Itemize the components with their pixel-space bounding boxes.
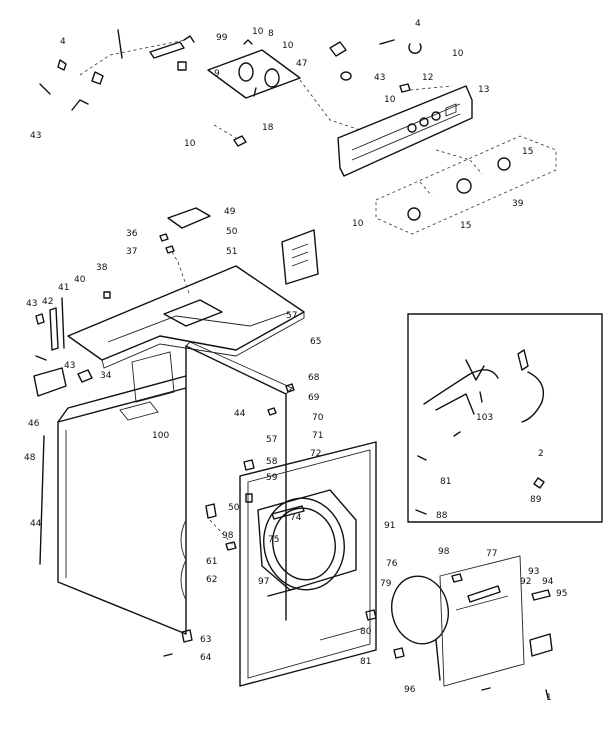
callout: 100 <box>152 431 169 441</box>
callout: 34 <box>100 371 112 381</box>
knob-console <box>375 135 557 235</box>
callout: 39 <box>512 199 524 209</box>
left-hardware <box>33 297 93 397</box>
callout: 98 <box>438 547 450 557</box>
callout: 64 <box>200 653 212 663</box>
control-panel <box>337 85 473 177</box>
callout: 10 <box>252 27 264 37</box>
callout: 51 <box>226 247 237 257</box>
callout: 95 <box>556 589 567 599</box>
callout: 1 <box>546 693 552 703</box>
callout: 71 <box>312 431 323 441</box>
hinge-plate <box>281 229 319 285</box>
callout: 43 <box>64 361 75 371</box>
harness-bracket <box>207 39 301 147</box>
callout: 4 <box>415 19 421 29</box>
callout: 48 <box>24 453 36 463</box>
callout: 61 <box>206 557 217 567</box>
callout: 43 <box>30 131 41 141</box>
callout: 10 <box>452 49 464 59</box>
callout: 49 <box>224 207 236 217</box>
callout: 89 <box>530 495 542 505</box>
callout: 63 <box>200 635 211 645</box>
callout: 10 <box>282 41 294 51</box>
callout: 58 <box>266 457 278 467</box>
callout: 81 <box>440 477 451 487</box>
callout: 94 <box>542 577 554 587</box>
callout: 62 <box>206 575 217 585</box>
callout: 8 <box>268 29 274 39</box>
wiring-inset <box>407 313 603 523</box>
callout: 65 <box>310 337 321 347</box>
callout: 4 <box>60 37 66 47</box>
callout: 2 <box>538 449 544 459</box>
callout: 38 <box>96 263 108 273</box>
callout: 99 <box>216 33 228 43</box>
top-left-hardware <box>39 29 195 111</box>
callout: 77 <box>486 549 497 559</box>
callout: 81 <box>360 657 371 667</box>
callout: 41 <box>58 283 69 293</box>
callout: 42 <box>42 297 53 307</box>
callout: 9 <box>214 69 220 79</box>
rear-parts <box>365 555 553 699</box>
callout: 70 <box>312 413 324 423</box>
callout: 37 <box>126 247 137 257</box>
callout: 75 <box>268 535 279 545</box>
callout-labels: 4 99 10 8 10 4 10 9 47 43 12 10 13 43 10… <box>24 19 567 703</box>
callout: 76 <box>386 559 398 569</box>
callout: 74 <box>290 513 302 523</box>
callout: 103 <box>476 413 493 423</box>
callout: 50 <box>226 227 238 237</box>
cabinet <box>39 341 295 635</box>
callout: 59 <box>266 473 278 483</box>
timer-hardware <box>299 39 453 131</box>
callout: 92 <box>520 577 531 587</box>
callout: 10 <box>352 219 364 229</box>
callout: 69 <box>308 393 320 403</box>
center-hardware <box>163 407 277 657</box>
callout: 44 <box>30 519 42 529</box>
callout: 13 <box>478 85 489 95</box>
callout: 15 <box>460 221 471 231</box>
callout: 43 <box>374 73 385 83</box>
callout: 96 <box>404 685 416 695</box>
callout: 57 <box>266 435 277 445</box>
callout: 12 <box>422 73 433 83</box>
callout: 36 <box>126 229 138 239</box>
callout: 40 <box>74 275 86 285</box>
callout: 91 <box>384 521 395 531</box>
callout: 98 <box>222 531 234 541</box>
lid-parts <box>159 207 211 263</box>
callout: 47 <box>296 59 307 69</box>
callout: 10 <box>184 139 196 149</box>
callout: 10 <box>384 95 396 105</box>
callout: 79 <box>380 579 392 589</box>
front-panel <box>239 441 377 687</box>
callout: 88 <box>436 511 448 521</box>
callout: 68 <box>308 373 320 383</box>
callout: 97 <box>258 577 269 587</box>
callout: 44 <box>234 409 246 419</box>
callout: 50 <box>228 503 240 513</box>
callout: 15 <box>522 147 533 157</box>
callout: 43 <box>26 299 37 309</box>
callout: 72 <box>310 449 321 459</box>
callout: 46 <box>28 419 40 429</box>
callout: 57 <box>286 311 297 321</box>
top-cover <box>67 261 305 369</box>
callout: 80 <box>360 627 372 637</box>
callout: 93 <box>528 567 539 577</box>
callout: 18 <box>262 123 274 133</box>
